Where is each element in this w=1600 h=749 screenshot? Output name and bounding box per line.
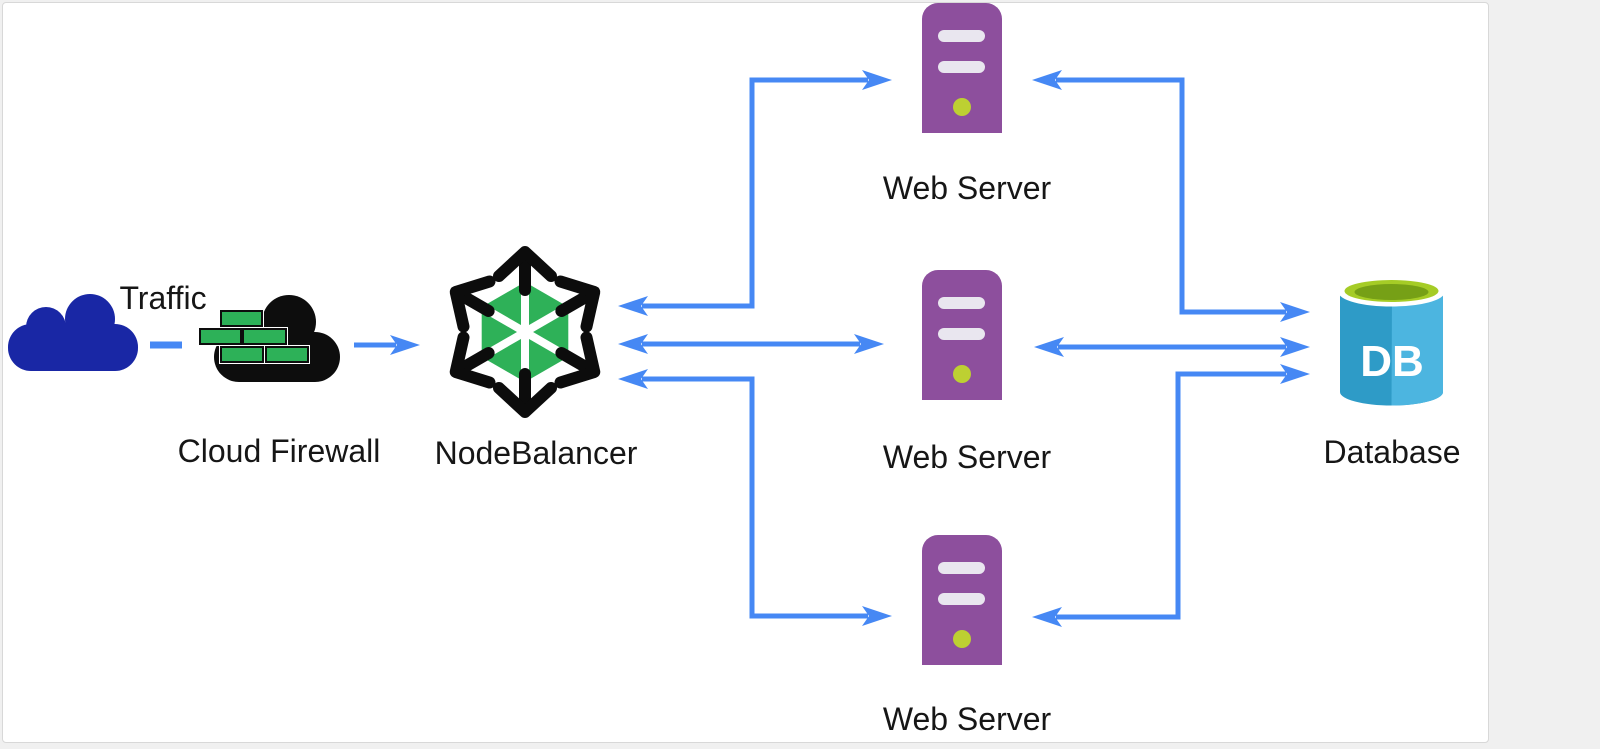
web-server-icon-1 bbox=[922, 3, 1002, 133]
firewall-bricks bbox=[198, 309, 310, 364]
server-led bbox=[953, 630, 971, 648]
web-server-label-1: Web Server bbox=[882, 170, 1052, 206]
database-label: Database bbox=[1323, 434, 1461, 470]
firewall-label: Cloud Firewall bbox=[177, 433, 381, 469]
traffic-cloud-icon bbox=[8, 294, 138, 371]
server-led bbox=[953, 98, 971, 116]
firewall-icon bbox=[198, 295, 340, 382]
web-server-label-2: Web Server bbox=[882, 439, 1052, 475]
nodebalancer-icon bbox=[449, 246, 601, 418]
server-led bbox=[953, 365, 971, 383]
nodebalancer-label: NodeBalancer bbox=[434, 435, 638, 471]
web-server-icon-3 bbox=[922, 535, 1002, 665]
database-icon: DB bbox=[1338, 275, 1445, 406]
database-icon-text: DB bbox=[1360, 337, 1424, 386]
web-server-icon-2 bbox=[922, 270, 1002, 400]
web-server-label-3: Web Server bbox=[882, 701, 1052, 737]
nodebalancer-out-arrows bbox=[449, 246, 601, 418]
traffic-label: Traffic bbox=[119, 280, 207, 316]
